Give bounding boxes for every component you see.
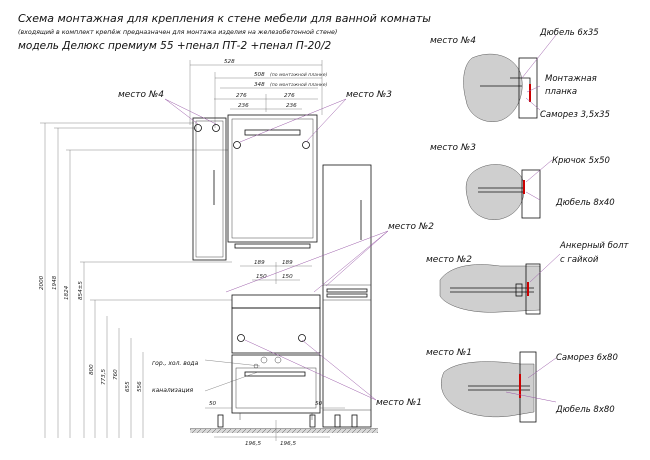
dim-189-right: 189 xyxy=(282,260,293,266)
dim-348: 348 xyxy=(254,82,265,88)
dim-2000: 2000 xyxy=(39,275,45,290)
callout-place-1: место №1 xyxy=(376,398,422,408)
dim-276-left: 276 xyxy=(236,93,247,99)
mirror xyxy=(227,114,318,249)
detail-place-4: место №4 Дюбель 6х35 Монтажная планка Са… xyxy=(430,28,610,122)
dim-800: 800 xyxy=(89,364,95,375)
dim-50-right: 50 xyxy=(315,401,323,407)
detail-2-bolt-2: с гайкой xyxy=(560,255,599,265)
title-line-2: (входящий в комплект крепёж предназначен… xyxy=(18,28,337,36)
detail-4-plank-1: Монтажная xyxy=(545,74,597,84)
middle-dimensions: 189 189 150 150 50 50 196,5 196,5 гор., … xyxy=(152,260,345,447)
detail-4-title: место №4 xyxy=(430,36,476,46)
label-cold-water: гор., хол. вода xyxy=(152,360,199,367)
vanity xyxy=(231,294,321,420)
dim-508: 508 xyxy=(254,72,265,78)
detail-1-dowel: Дюбель 8х80 xyxy=(555,405,615,415)
dim-655: 655 xyxy=(125,381,131,392)
callout-place-3: место №3 xyxy=(346,90,392,100)
dim-1824: 1824 xyxy=(64,285,70,300)
dim-50-left: 50 xyxy=(209,401,217,407)
dim-150-left: 150 xyxy=(256,274,267,280)
dim-760: 760 xyxy=(113,369,119,380)
tall-penal xyxy=(322,164,372,428)
dim-556: 556 xyxy=(137,381,143,392)
dim-236-left: 236 xyxy=(238,103,249,109)
wall-cabinet xyxy=(192,117,227,261)
dim-150-right: 150 xyxy=(282,274,293,280)
detail-place-1: место №1 Саморез 6х80 Дюбель 8х80 xyxy=(426,348,618,423)
dim-236-right: 236 xyxy=(286,103,297,109)
dim-1965-left: 196,5 xyxy=(245,441,261,447)
detail-2-bolt-1: Анкерный болт xyxy=(559,241,630,251)
detail-3-title: место №3 xyxy=(430,143,476,153)
detail-3-hook: Крючок 5х50 xyxy=(552,156,610,166)
dim-1948: 1948 xyxy=(52,275,58,290)
dim-854: 854±5 xyxy=(78,281,84,300)
dim-1965-right: 196,5 xyxy=(280,441,296,447)
detail-place-3: место №3 Крючок 5х50 Дюбель 8х40 xyxy=(430,143,615,220)
detail-place-2: место №2 Анкерный болт с гайкой xyxy=(426,241,630,315)
callout-place-4: место №4 xyxy=(118,90,164,100)
place-callouts: место №4 место №3 место №2 место №1 xyxy=(118,90,434,408)
detail-1-title: место №1 xyxy=(426,348,472,358)
callout-place-2: место №2 xyxy=(388,222,434,232)
detail-3-dowel: Дюбель 8х40 xyxy=(555,198,615,208)
detail-4-plank-2: планка xyxy=(545,87,577,97)
title-line-1: Схема монтажная для крепления к стене ме… xyxy=(18,12,431,25)
dim-348-note: (по монтажной планке) xyxy=(270,82,328,88)
dim-276-right: 276 xyxy=(284,93,295,99)
vertical-dimensions: 2000 1948 1824 854±5 800 773,5 760 655 5… xyxy=(39,122,232,438)
floor xyxy=(190,414,378,433)
detail-4-screw: Саморез 3,5х35 xyxy=(540,110,610,120)
dim-189-left: 189 xyxy=(254,260,265,266)
dim-528: 528 xyxy=(224,59,235,65)
label-sewer: канализация xyxy=(152,387,193,394)
detail-2-title: место №2 xyxy=(426,255,472,265)
detail-1-screw: Саморез 6х80 xyxy=(556,353,618,363)
detail-4-dowel: Дюбель 6х35 xyxy=(539,28,599,38)
dim-508-note: (по монтажной планке) xyxy=(270,72,328,78)
model-line: модель Делюкс премиум 55 +пенал ПТ-2 +пе… xyxy=(18,40,332,52)
dim-7735: 773,5 xyxy=(101,369,107,385)
top-dimensions: 528 508 (по монтажной планке) 348 (по мо… xyxy=(189,59,328,128)
